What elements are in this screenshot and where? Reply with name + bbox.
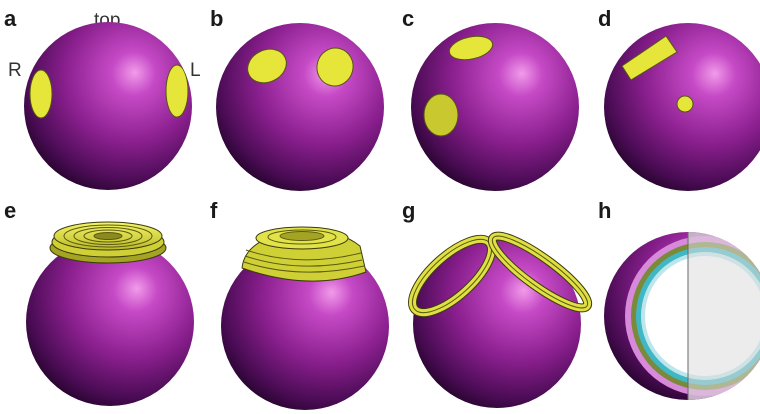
electrode-dot-d <box>677 96 693 112</box>
panel-label-d: d <box>598 6 611 31</box>
panel-label-a: a <box>4 6 17 31</box>
panel-b: b <box>210 6 384 191</box>
panel-d: d <box>598 6 760 191</box>
panel-label-b: b <box>210 6 223 31</box>
panel-label-c: c <box>402 6 414 31</box>
panel-g: g <box>401 198 595 408</box>
electrode-left-a <box>166 65 188 117</box>
electrode-right-a <box>30 70 52 118</box>
panel-e: e <box>4 198 194 406</box>
coil-cap-f <box>242 227 366 281</box>
head-sphere-b <box>216 23 384 191</box>
panel-label-e: e <box>4 198 16 223</box>
electrode-2-c <box>424 94 458 136</box>
coil-stack-e <box>50 222 166 263</box>
panel-label-g: g <box>402 198 415 223</box>
panel-f: f <box>210 198 389 410</box>
panel-label-h: h <box>598 198 611 223</box>
orientation-right-label: R <box>8 60 22 81</box>
panel-h: h <box>598 198 760 410</box>
panel-a: a top R L <box>4 6 201 190</box>
panel-c: c <box>402 6 579 191</box>
orientation-left-label: L <box>190 60 201 81</box>
panel-label-f: f <box>210 198 218 223</box>
